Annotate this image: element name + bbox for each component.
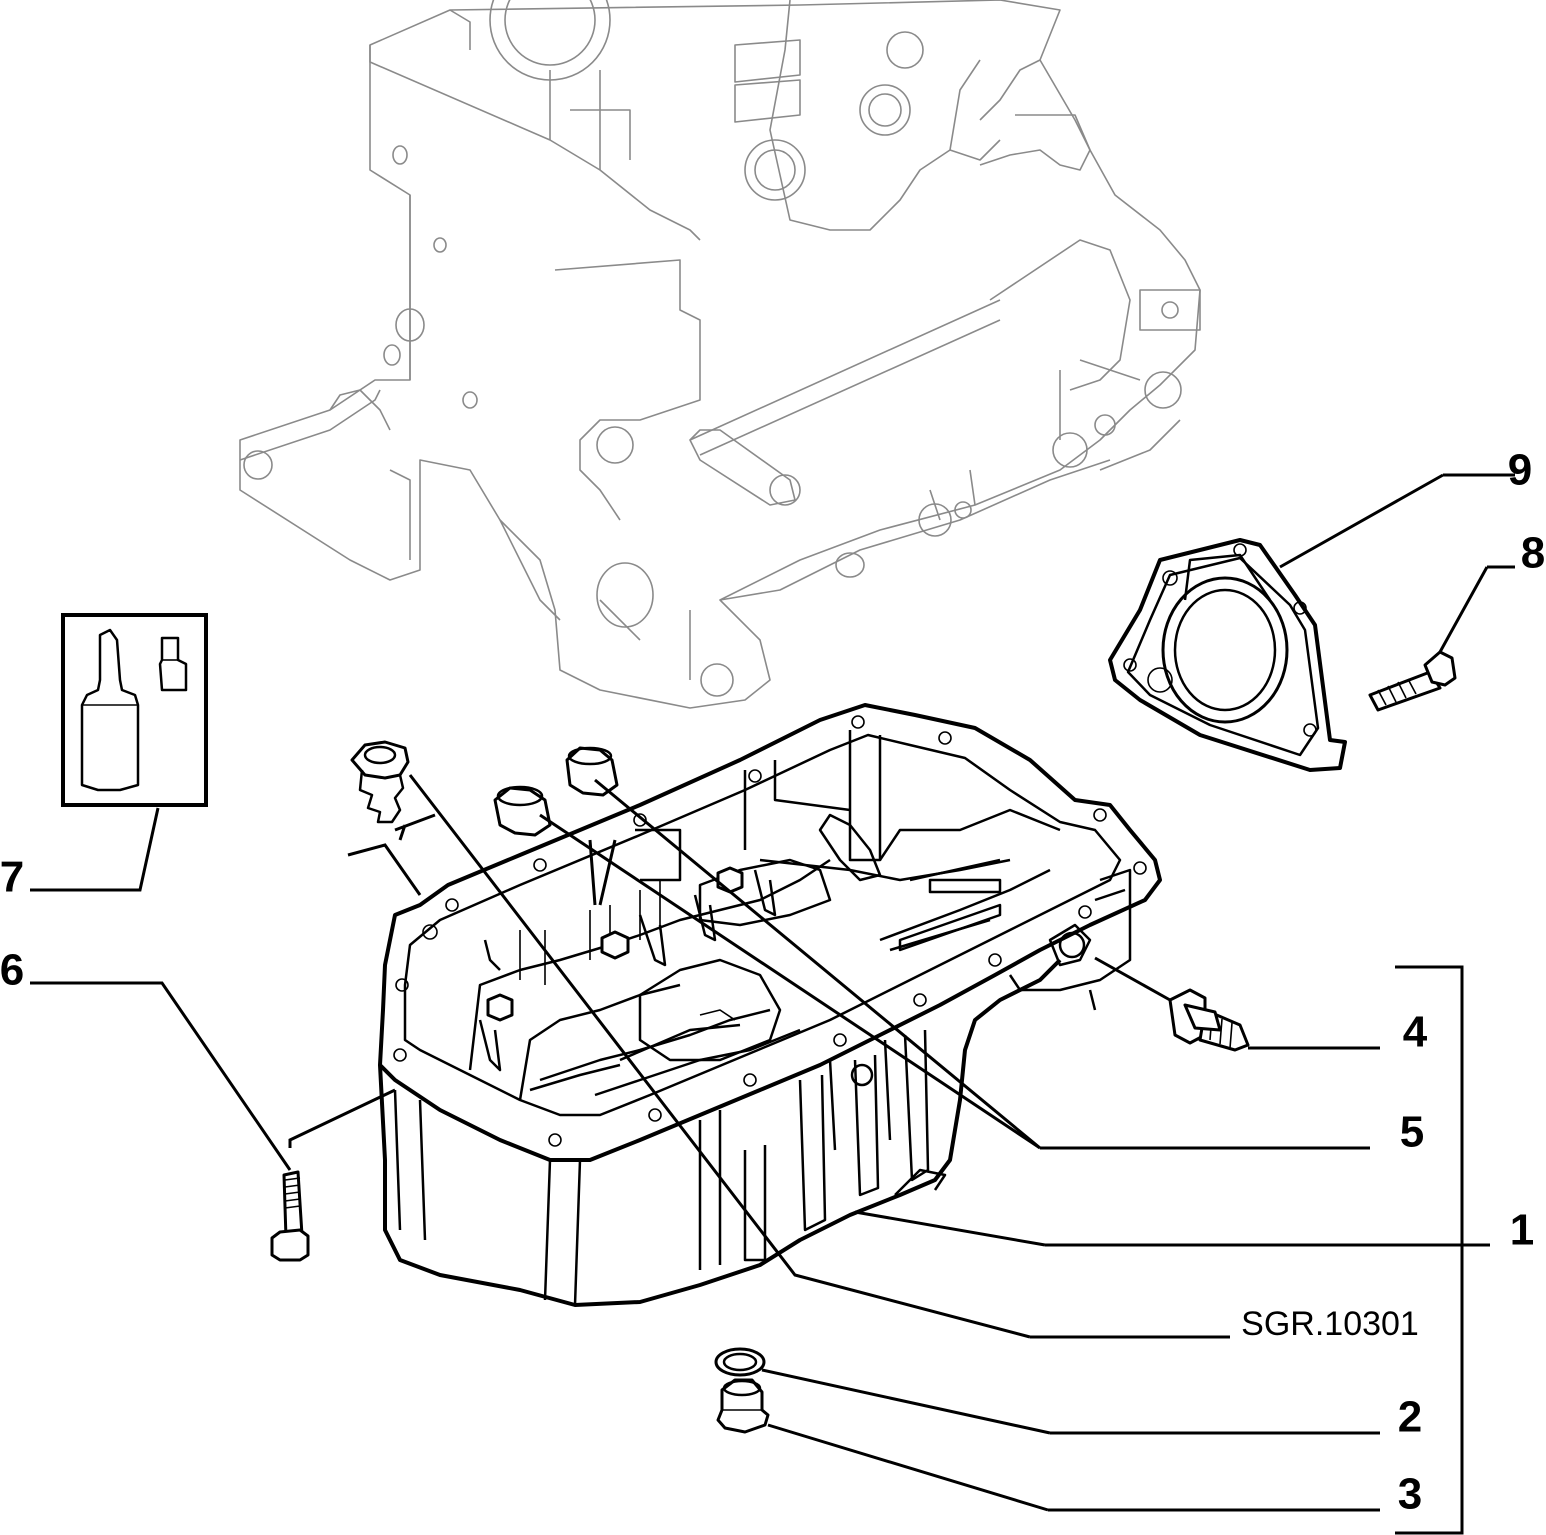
callout-5: 5	[1400, 1108, 1424, 1157]
sealant-kit-box	[61, 613, 208, 807]
rear-seal-carrier-9	[1108, 538, 1347, 772]
callout-3: 3	[1398, 1470, 1422, 1519]
engine-block-outline	[239, 0, 1201, 709]
bolt-6	[270, 1170, 310, 1262]
callout-8: 8	[1521, 529, 1545, 578]
bolt-4	[1168, 988, 1250, 1052]
threaded-plug	[350, 740, 410, 824]
callout-1: 1	[1510, 1206, 1534, 1255]
reference-code: SGR.10301	[1241, 1305, 1419, 1343]
callout-4: 4	[1403, 1008, 1428, 1057]
callout-labels: 9 8 7 6 4 5 1 SGR.10301 2 3	[0, 446, 1545, 1519]
callout-9: 9	[1508, 446, 1532, 495]
callout-7: 7	[0, 853, 24, 902]
drain-plug-3	[716, 1378, 770, 1434]
oil-sump	[378, 703, 1162, 1307]
washer-2	[714, 1347, 766, 1377]
dowel-sleeves	[493, 746, 619, 837]
callout-2: 2	[1398, 1393, 1422, 1442]
leader-lines	[30, 473, 1515, 1535]
callout-6: 6	[0, 946, 24, 995]
bolt-8	[1368, 650, 1457, 712]
